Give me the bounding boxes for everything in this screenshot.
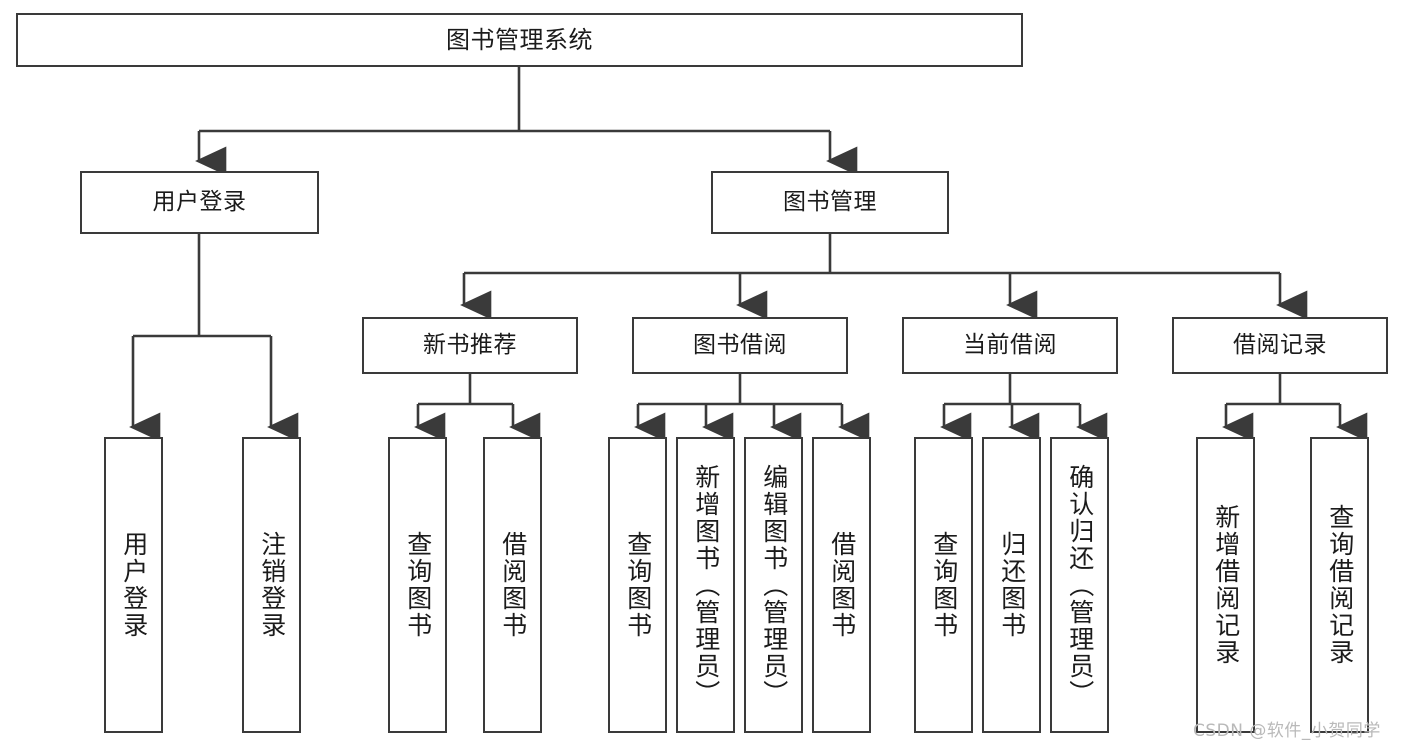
node-label: 新增借阅记录 xyxy=(1211,504,1241,666)
leaf-user-login[interactable]: 用户登录 xyxy=(104,437,163,733)
node-label: 借阅图书 xyxy=(498,531,528,639)
leaf-add-book-admin[interactable]: 新增图书（管理员） xyxy=(676,437,735,733)
node-borrow-record[interactable]: 借阅记录 xyxy=(1172,317,1388,374)
node-label: 用户登录 xyxy=(119,531,149,639)
node-label: 借阅图书 xyxy=(827,531,857,639)
node-label: 当前借阅 xyxy=(963,331,1057,358)
node-label: 确认归还（管理员） xyxy=(1065,463,1095,707)
leaf-return-book[interactable]: 归还图书 xyxy=(982,437,1041,733)
node-label: 注销登录 xyxy=(257,531,287,639)
node-user-login[interactable]: 用户登录 xyxy=(80,171,319,234)
node-new-book-recommend[interactable]: 新书推荐 xyxy=(362,317,578,374)
node-label: 查询图书 xyxy=(623,531,653,639)
node-label: 查询借阅记录 xyxy=(1325,504,1355,666)
leaf-add-borrow-record[interactable]: 新增借阅记录 xyxy=(1196,437,1255,733)
leaf-confirm-return-admin[interactable]: 确认归还（管理员） xyxy=(1050,437,1109,733)
csdn-watermark: CSDN @软件_小贺同学 xyxy=(1193,721,1381,741)
leaf-query-borrow-record[interactable]: 查询借阅记录 xyxy=(1310,437,1369,733)
node-label: 查询图书 xyxy=(403,531,433,639)
leaf-borrow-book[interactable]: 借阅图书 xyxy=(812,437,871,733)
leaf-logout[interactable]: 注销登录 xyxy=(242,437,301,733)
node-label: 图书管理 xyxy=(783,188,877,215)
node-label: 借阅记录 xyxy=(1233,331,1327,358)
leaf-borrow-book-recommend[interactable]: 借阅图书 xyxy=(483,437,542,733)
leaf-query-book-current[interactable]: 查询图书 xyxy=(914,437,973,733)
node-book-management[interactable]: 图书管理 xyxy=(711,171,949,234)
node-current-borrow[interactable]: 当前借阅 xyxy=(902,317,1118,374)
node-book-borrow[interactable]: 图书借阅 xyxy=(632,317,848,374)
node-label: 图书借阅 xyxy=(693,331,787,358)
leaf-edit-book-admin[interactable]: 编辑图书（管理员） xyxy=(744,437,803,733)
node-label: 归还图书 xyxy=(997,531,1027,639)
leaf-query-book-recommend[interactable]: 查询图书 xyxy=(388,437,447,733)
node-label: 编辑图书（管理员） xyxy=(759,463,789,707)
node-label: 图书管理系统 xyxy=(446,25,593,54)
node-label: 新书推荐 xyxy=(423,331,517,358)
node-label: 查询图书 xyxy=(929,531,959,639)
node-root-book-management-system[interactable]: 图书管理系统 xyxy=(16,13,1023,67)
node-label: 用户登录 xyxy=(152,188,247,215)
leaf-query-book-borrow[interactable]: 查询图书 xyxy=(608,437,667,733)
node-label: 新增图书（管理员） xyxy=(691,463,721,707)
